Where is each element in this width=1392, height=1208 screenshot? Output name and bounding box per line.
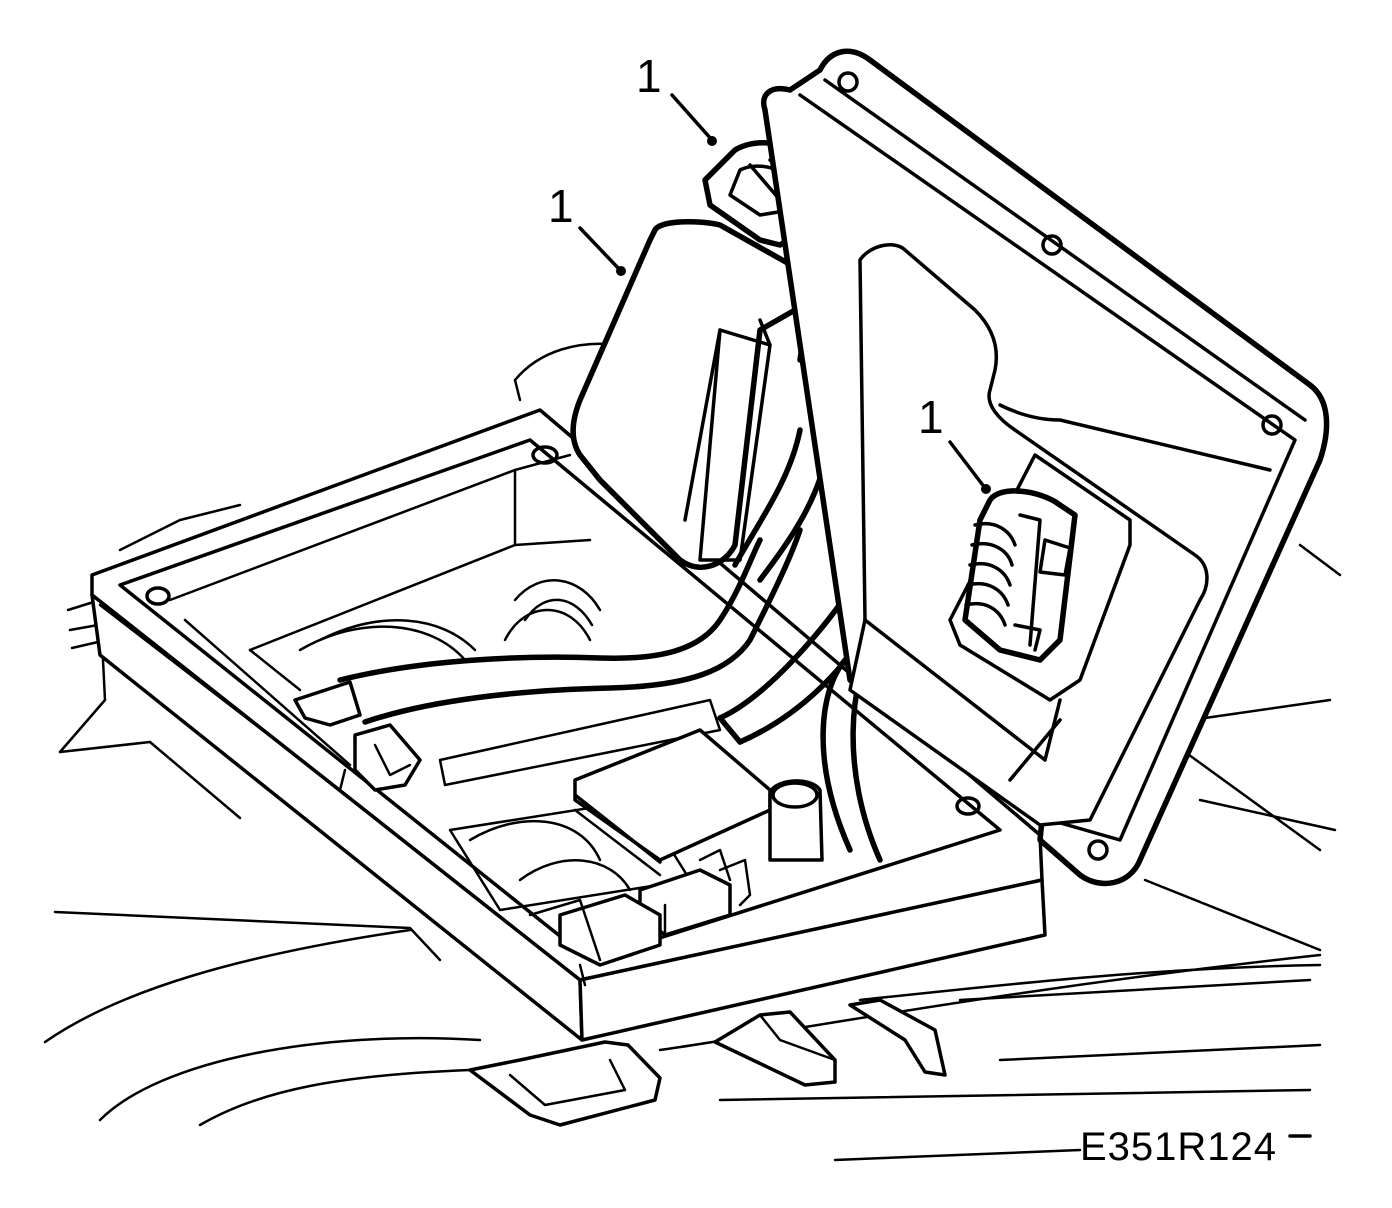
ecu-unit <box>761 48 1330 887</box>
internal-components <box>293 579 824 967</box>
tray-clip-left <box>468 1040 662 1127</box>
callout-label: 1 <box>636 50 662 102</box>
figure-code: E351R124 <box>1080 1125 1277 1169</box>
tray-clip-right <box>713 998 947 1087</box>
callout-top: 1 <box>636 50 717 146</box>
callout-label: 1 <box>918 391 944 443</box>
callout-middle: 1 <box>548 180 626 276</box>
surrounding-structure <box>43 342 1342 1162</box>
left-control-module <box>570 218 809 570</box>
callout-right: 1 <box>918 391 991 494</box>
figure-reference: E351R124 <box>1080 1125 1312 1169</box>
callout-label: 1 <box>548 180 574 232</box>
